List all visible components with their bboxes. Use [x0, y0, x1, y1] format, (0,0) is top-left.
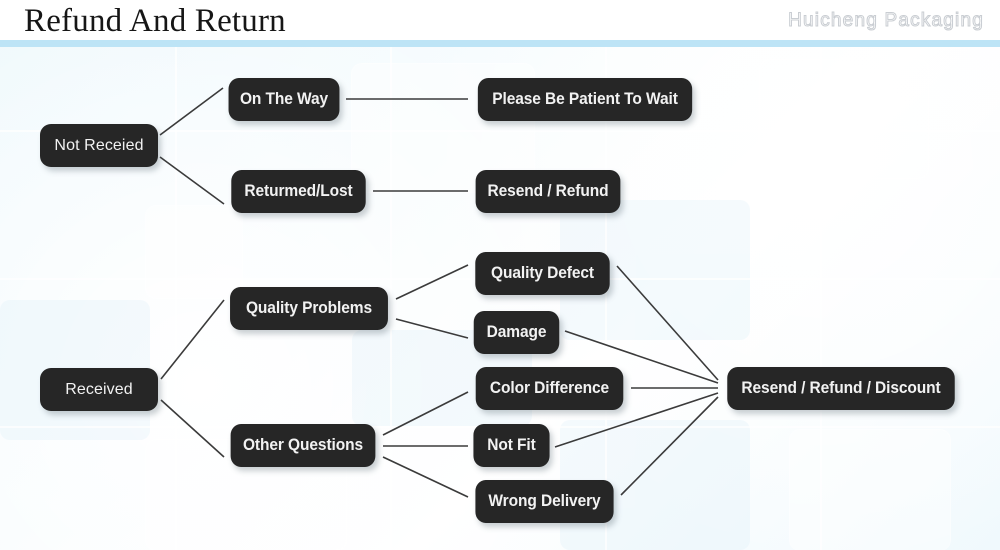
node-please-be-patient[interactable]: Please Be Patient To Wait	[477, 78, 693, 121]
node-label: Not Receied	[54, 136, 144, 154]
node-damage[interactable]: Damage	[473, 311, 560, 354]
node-label: Damage	[486, 323, 547, 341]
node-other-questions[interactable]: Other Questions	[230, 424, 376, 467]
node-label: Resend / Refund	[487, 182, 609, 200]
page-title: Refund And Return	[24, 3, 286, 39]
node-resend-refund[interactable]: Resend / Refund	[475, 170, 621, 213]
node-label: Received	[65, 380, 133, 398]
node-label: Quality Defect	[491, 264, 594, 282]
node-label: Wrong Delivery	[488, 492, 601, 510]
node-not-received[interactable]: Not Receied	[40, 124, 158, 167]
node-label: Resend / Refund / Discount	[741, 379, 941, 397]
brand-label: Huicheng Packaging	[788, 10, 984, 32]
node-quality-problems[interactable]: Quality Problems	[230, 287, 388, 330]
node-wrong-delivery[interactable]: Wrong Delivery	[475, 480, 614, 523]
node-on-the-way[interactable]: On The Way	[228, 78, 340, 121]
node-label: Not Fit	[487, 436, 536, 454]
node-not-fit[interactable]: Not Fit	[473, 424, 550, 467]
node-label: Please Be Patient To Wait	[492, 90, 678, 108]
node-quality-defect[interactable]: Quality Defect	[475, 252, 610, 295]
node-returned-lost[interactable]: Returmed/Lost	[231, 170, 366, 213]
slide-header: Refund And Return Huicheng Packaging	[0, 0, 1000, 47]
node-label: Quality Problems	[245, 299, 373, 317]
node-label: Color Difference	[489, 379, 610, 397]
node-received[interactable]: Received	[40, 368, 158, 411]
node-resend-refund-disc[interactable]: Resend / Refund / Discount	[727, 367, 955, 410]
header-divider	[0, 40, 1000, 47]
node-label: Other Questions	[242, 436, 364, 454]
node-color-difference[interactable]: Color Difference	[475, 367, 624, 410]
node-label: Returmed/Lost	[244, 182, 353, 200]
node-label: On The Way	[239, 90, 329, 108]
